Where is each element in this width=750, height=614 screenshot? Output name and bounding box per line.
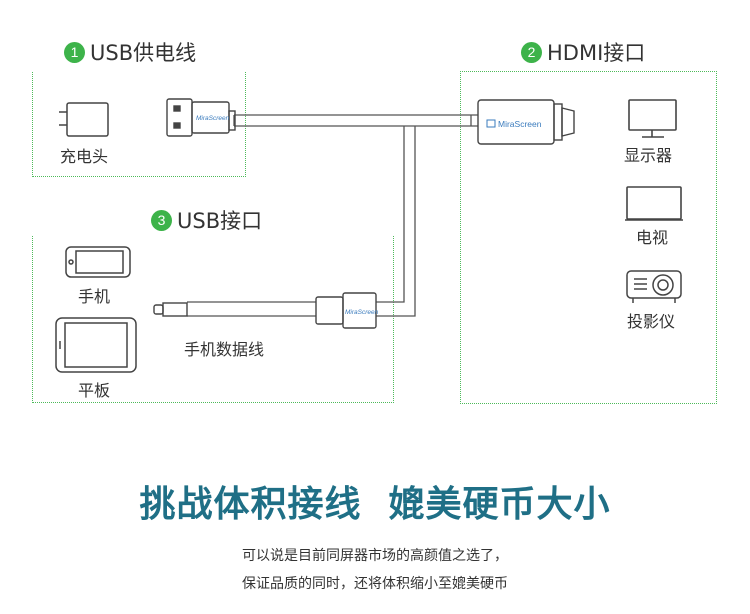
label-charger: 充电头 xyxy=(60,147,109,166)
label-monitor: 显示器 xyxy=(624,146,673,165)
cable-lines xyxy=(187,114,478,317)
hdmi-box xyxy=(460,71,717,404)
section-label: USB供电线 xyxy=(90,41,197,65)
description-line-1: 可以说是目前同屏器市场的高颜值之选了， xyxy=(242,548,508,564)
projector-icon xyxy=(626,270,682,303)
step-number-3: 3 xyxy=(151,209,172,231)
step-number-2: 2 xyxy=(521,41,542,63)
monitor-icon xyxy=(628,99,677,138)
hdmi-dongle xyxy=(477,99,575,145)
headline: 挑战体积接线 媲美硬币大小 xyxy=(139,484,611,525)
usb-port-box xyxy=(32,236,394,403)
usb-power-box xyxy=(32,72,246,177)
usb-a-plug xyxy=(166,98,236,137)
label-phone: 手机 xyxy=(78,287,111,306)
charger-icon xyxy=(59,102,109,137)
section-label: USB接口 xyxy=(177,209,263,233)
phone-icon xyxy=(65,246,131,278)
usb-plug-brand: MiraScreen xyxy=(196,115,230,122)
section-title-hdmi: 2 HDMI接口 xyxy=(521,37,645,67)
label-phone-cable: 手机数据线 xyxy=(184,340,265,359)
tv-icon xyxy=(625,186,683,221)
label-projector: 投影仪 xyxy=(627,312,676,331)
tablet-icon xyxy=(55,317,137,373)
label-tablet: 平板 xyxy=(78,381,111,400)
phone-cable-connector xyxy=(315,292,377,329)
hdmi-dongle-brand: MiraScreen xyxy=(498,119,542,129)
step-number-1: 1 xyxy=(64,41,85,63)
label-tv: 电视 xyxy=(636,228,669,247)
micro-usb-tip xyxy=(153,302,188,317)
connector-brand: MiraScreen xyxy=(345,309,379,316)
section-title-usb-port: 3 USB接口 xyxy=(151,205,262,235)
section-title-usb-power: 1 USB供电线 xyxy=(64,37,196,67)
section-label: HDMI接口 xyxy=(547,41,646,65)
description-line-2: 保证品质的同时，还将体积缩小至媲美硬币 xyxy=(242,576,508,592)
